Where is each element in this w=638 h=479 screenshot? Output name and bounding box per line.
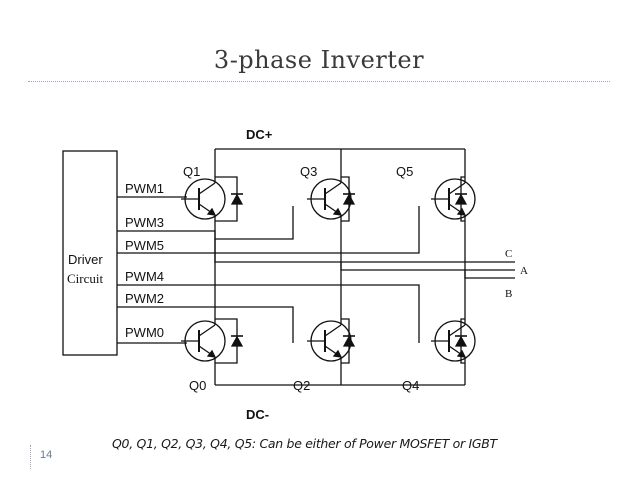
q1-diode-icon [230, 193, 244, 205]
slide-title: 3-phase Inverter [213, 46, 425, 74]
q4-label: Q4 [402, 378, 419, 393]
q2-collector [324, 324, 342, 337]
q4-collector [448, 324, 466, 337]
q0-label: Q0 [189, 378, 206, 393]
slide-number-divider [30, 445, 31, 469]
q3-emitter-arrow [332, 207, 343, 216]
phase-a-line [340, 262, 515, 271]
q2-label: Q2 [293, 378, 310, 393]
pwm5-line [117, 206, 420, 254]
slide-number: 14 [40, 449, 53, 461]
q0-diode-icon [230, 335, 244, 347]
phase-c-label: C [505, 248, 512, 260]
pwm3-label: PWM3 [125, 215, 164, 230]
phase-b-line [464, 270, 515, 279]
title-divider [28, 81, 610, 82]
pwm2-line [117, 306, 294, 343]
q0-emitter-arrow [206, 349, 217, 358]
q1-switch [181, 149, 244, 239]
q3-switch [307, 149, 356, 239]
q5-switch [431, 149, 476, 239]
q3-collector [324, 182, 342, 195]
q5-label: Q5 [396, 164, 413, 179]
pwm2-label: PWM2 [125, 291, 164, 306]
q3-label: Q3 [300, 164, 317, 179]
dc-plus-label: DC+ [246, 127, 273, 142]
q0-switch [181, 300, 244, 385]
q5-diode-icon [454, 193, 468, 205]
phase-c-line [214, 239, 515, 263]
pwm4-label: PWM4 [125, 269, 164, 284]
switch-type-caption: Q0, Q1, Q2, Q3, Q4, Q5: Can be either of… [112, 436, 497, 451]
q2-diode-icon [342, 335, 356, 347]
q0-collector [198, 324, 216, 337]
q1-label: Q1 [183, 164, 200, 179]
driver-label-line1: Driver [68, 252, 103, 267]
q1-collector [198, 182, 216, 195]
q5-collector [448, 182, 466, 195]
phase-b-label: B [505, 288, 512, 300]
q4-diode-icon [454, 335, 468, 347]
pwm4-line [117, 284, 420, 343]
q2-switch [307, 300, 356, 385]
pwm5-label: PWM5 [125, 238, 164, 253]
q3-diode-icon [342, 193, 356, 205]
q1-emitter-arrow [206, 207, 217, 216]
q4-switch [431, 300, 476, 385]
dc-minus-label: DC- [246, 407, 269, 422]
pwm0-label: PWM0 [125, 325, 164, 340]
q2-emitter-arrow [332, 349, 343, 358]
driver-label-line2: Circuit [67, 271, 103, 286]
pwm1-label: PWM1 [125, 181, 164, 196]
phase-a-label: A [520, 265, 528, 277]
